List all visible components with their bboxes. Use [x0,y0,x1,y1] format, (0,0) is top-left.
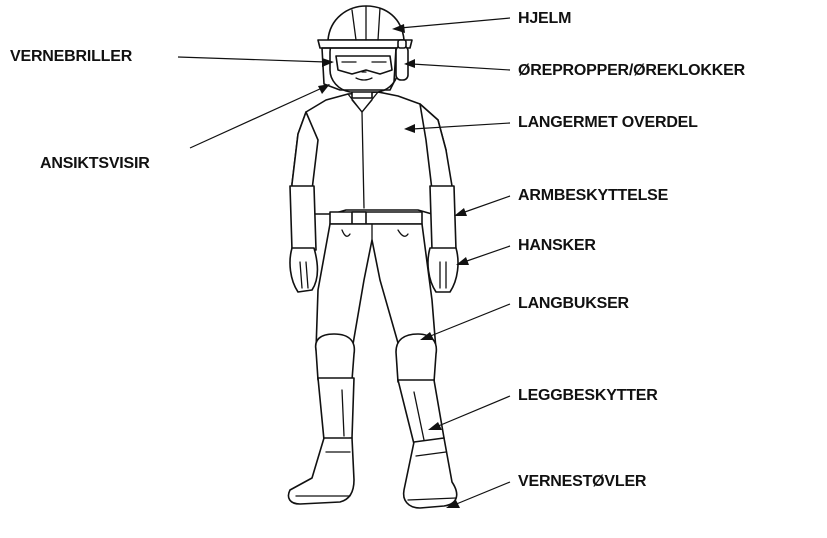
label-hjelm: HJELM [518,11,571,27]
leader-vernebriller [178,57,334,67]
ear-muffs [396,40,408,80]
label-langermet-overdel: LANGERMET OVERDEL [518,115,698,131]
leader-orepropper [404,59,510,70]
left-arm [290,112,318,292]
label-hansker: HANSKER [518,238,596,254]
leader-armbeskyttelse [454,196,510,216]
label-leggbeskytter: LEGGBESKYTTER [518,388,658,404]
left-boot [288,438,354,504]
label-vernebriller: VERNEBRILLER [10,49,132,65]
goggles [336,56,392,74]
label-ansiktsvisir: ANSIKTSVISIR [40,156,150,172]
trousers [316,224,436,350]
label-vernestovler: VERNESTØVLER [518,474,646,490]
leader-hjelm [392,18,510,33]
label-langbukser: LANGBUKSER [518,296,629,312]
belt [330,212,422,224]
right-boot [404,438,457,508]
label-orepropper: ØREPROPPER/ØREKLOKKER [518,63,745,79]
left-leg-guard [316,334,355,440]
leader-hansker [456,246,510,265]
label-armbeskyttelse: ARMBESKYTTELSE [518,188,668,204]
